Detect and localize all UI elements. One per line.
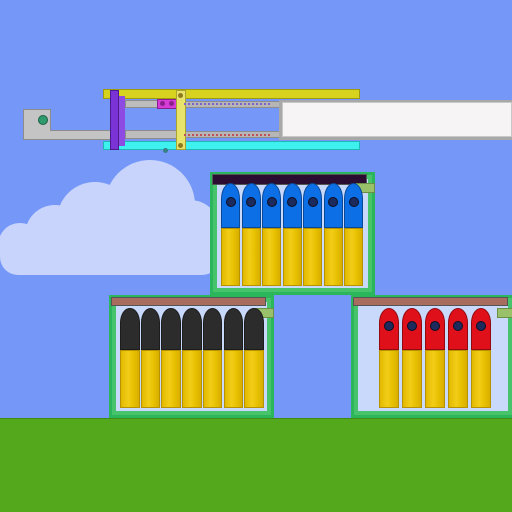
pivot-housing[interactable] — [23, 109, 51, 140]
artillery-shell[interactable] — [379, 308, 399, 408]
artillery-shell[interactable] — [471, 308, 491, 408]
crate-lid — [353, 297, 508, 306]
artillery-shell[interactable] — [161, 308, 181, 408]
right-post[interactable] — [176, 90, 186, 150]
shell-casing — [202, 350, 223, 408]
artillery-shell[interactable] — [448, 308, 468, 408]
fuse-cap-icon — [307, 196, 318, 207]
artillery-shell[interactable] — [221, 183, 240, 286]
shell-casing — [344, 228, 363, 286]
shell-tip — [182, 308, 202, 350]
artillery-shell[interactable] — [120, 308, 140, 408]
left-post-shadow — [119, 96, 125, 146]
crate-lid — [111, 297, 266, 306]
fuse-cap-icon — [476, 320, 486, 331]
rivet-icon — [178, 93, 183, 98]
artillery-shell[interactable] — [262, 183, 281, 286]
artillery-shell[interactable] — [282, 183, 302, 286]
cloud-decoration — [0, 160, 220, 275]
fuse-cap-icon — [430, 320, 440, 331]
fuse-cap-icon — [246, 196, 256, 207]
crate-tag — [497, 308, 512, 318]
fuse-cap-icon — [328, 196, 338, 207]
shell-casing — [448, 350, 468, 408]
artillery-shell[interactable] — [223, 308, 243, 408]
fuse-cap-icon — [287, 196, 297, 207]
artillery-shell[interactable] — [425, 308, 445, 408]
shell-casing — [303, 228, 322, 286]
axle-icon — [163, 148, 168, 153]
crate-bottom-right[interactable] — [351, 295, 512, 418]
plunger-head[interactable] — [282, 102, 512, 137]
rivet-icon — [160, 101, 165, 106]
trigger-block[interactable] — [157, 99, 177, 109]
rivet-icon — [169, 101, 174, 106]
shell-casing — [223, 350, 243, 408]
fuse-cap-icon — [384, 320, 394, 331]
lower-spring — [184, 134, 270, 136]
shell-casing — [262, 228, 281, 286]
shell-casing — [120, 350, 140, 408]
shell-tip — [202, 308, 223, 350]
fuse-cap-icon — [407, 320, 417, 331]
shell-tip — [140, 308, 161, 350]
shell-tip — [244, 308, 264, 350]
shell-casing — [471, 350, 491, 408]
artillery-shell[interactable] — [241, 183, 261, 286]
artillery-shell[interactable] — [182, 308, 202, 408]
shell-casing — [241, 228, 261, 286]
artillery-shell[interactable] — [344, 183, 363, 286]
upper-spring — [184, 103, 270, 105]
shell-tip — [223, 308, 243, 350]
artillery-shell[interactable] — [140, 308, 161, 408]
lever-arm[interactable] — [50, 130, 116, 140]
top-rail — [103, 89, 360, 99]
shell-casing — [182, 350, 202, 408]
shell-tip — [120, 308, 140, 350]
shell-casing — [425, 350, 445, 408]
shell-casing — [323, 228, 343, 286]
rivet-icon — [178, 143, 183, 148]
shell-casing — [140, 350, 161, 408]
artillery-shell[interactable] — [303, 183, 322, 286]
fuse-cap-icon — [225, 196, 236, 207]
artillery-shell[interactable] — [244, 308, 264, 408]
shell-casing — [221, 228, 240, 286]
artillery-shell[interactable] — [323, 183, 343, 286]
lower-link — [125, 130, 177, 139]
pivot-bolt-icon — [38, 115, 48, 125]
artillery-shell[interactable] — [202, 308, 223, 408]
fuse-cap-icon — [348, 196, 359, 207]
shell-tip — [161, 308, 181, 350]
shell-casing — [379, 350, 399, 408]
shell-casing — [161, 350, 181, 408]
upper-link — [125, 100, 158, 108]
ground — [0, 418, 512, 512]
bottom-rail — [103, 141, 360, 150]
fuse-cap-icon — [266, 196, 277, 207]
artillery-shell[interactable] — [402, 308, 422, 408]
shell-casing — [244, 350, 264, 408]
crate-bottom-left[interactable] — [109, 295, 274, 418]
shell-casing — [402, 350, 422, 408]
crate-top[interactable] — [210, 172, 375, 295]
left-post[interactable] — [110, 90, 119, 150]
shell-casing — [282, 228, 302, 286]
fuse-cap-icon — [453, 320, 463, 331]
